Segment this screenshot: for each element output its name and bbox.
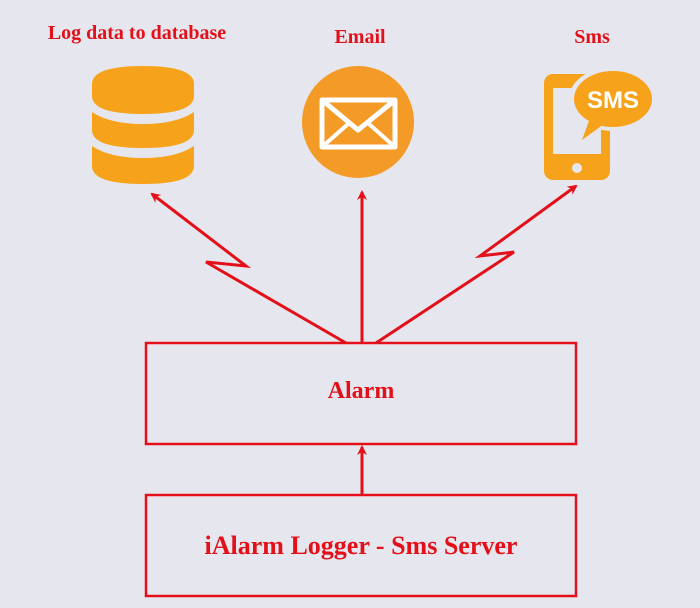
server-box [144,493,578,598]
arrows [150,184,578,495]
arrow-to-database [150,192,347,345]
sms-phone-icon: SMS [544,67,657,180]
arrow-to-sms [375,184,578,345]
sms-label: Sms [574,26,610,48]
server-box-label: iAlarm Logger - Sms Server [204,531,518,560]
alarm-box-label: Alarm [327,378,395,404]
sms-bubble-text: SMS [587,87,639,114]
email-label: Email [334,26,386,48]
database-icon [92,66,194,184]
database-label: Log data to database [47,22,227,44]
alarm-box [144,341,578,446]
envelope-icon [302,66,414,178]
